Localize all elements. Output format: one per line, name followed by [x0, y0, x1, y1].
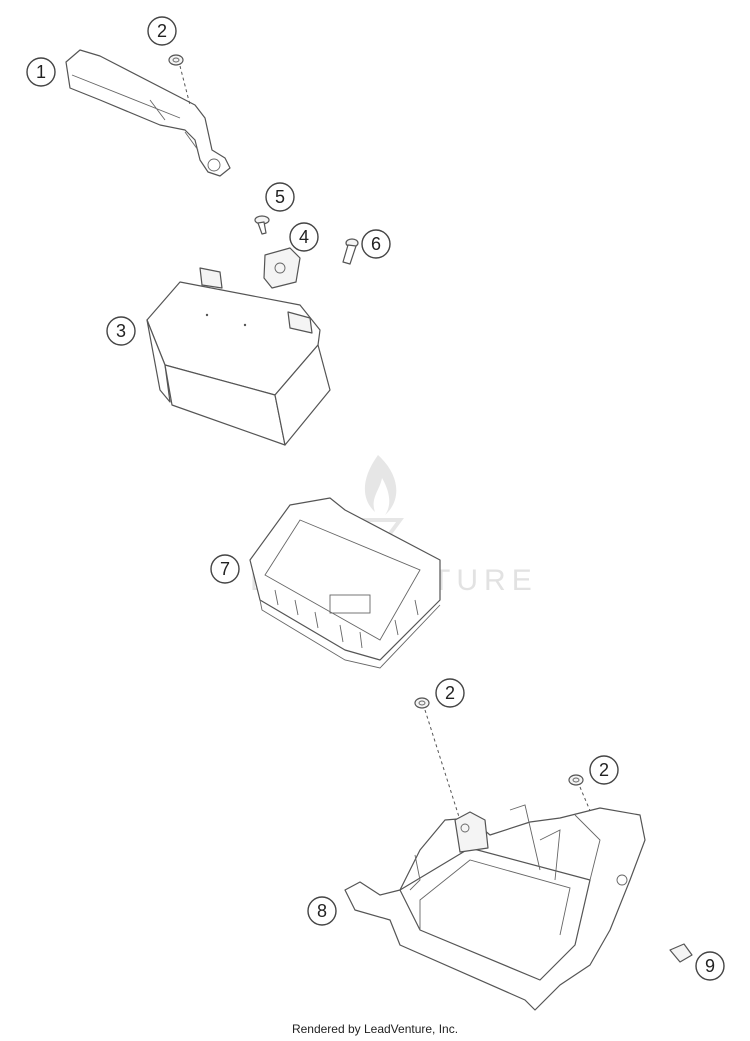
- callout-2-middle-label: 2: [445, 683, 455, 703]
- watermark-flame-icon: [364, 455, 397, 515]
- callout-4: 4: [289, 222, 319, 252]
- callout-2-right-label: 2: [599, 760, 609, 780]
- callout-7-label: 7: [220, 559, 230, 579]
- part-8-battery-holder: [344, 804, 646, 1011]
- callout-6-label: 6: [371, 234, 381, 254]
- part-6-bolt: [342, 238, 359, 265]
- callout-1-label: 1: [36, 62, 46, 82]
- callout-6: 6: [361, 229, 391, 259]
- callout-3-label: 3: [116, 321, 126, 341]
- part-9-clip: [669, 943, 693, 963]
- callout-2-top: 2: [147, 16, 177, 46]
- callout-7: 7: [210, 554, 240, 584]
- part-5-bolt: [254, 215, 270, 235]
- part-4-clamp: [263, 247, 301, 289]
- callout-2-top-label: 2: [157, 21, 167, 41]
- callout-1: 1: [26, 57, 56, 87]
- part-2-nut-middle: [414, 697, 461, 821]
- callout-9-label: 9: [705, 956, 715, 976]
- callout-9: 9: [695, 951, 725, 981]
- callout-2-middle: 2: [435, 678, 465, 708]
- part-3-battery: [146, 267, 331, 446]
- footer-credit: Rendered by LeadVenture, Inc.: [291, 1022, 459, 1036]
- part-7-battery-tray: [249, 497, 441, 669]
- callout-8: 8: [307, 896, 337, 926]
- callout-2-right: 2: [589, 755, 619, 785]
- callout-4-label: 4: [299, 227, 309, 247]
- callout-3: 3: [106, 316, 136, 346]
- callout-8-label: 8: [317, 901, 327, 921]
- part-2-nut-top: [168, 54, 191, 106]
- part-1-bracket: [65, 49, 231, 177]
- callout-5: 5: [265, 182, 295, 212]
- callout-5-label: 5: [275, 187, 285, 207]
- part-2-nut-right: [568, 774, 616, 871]
